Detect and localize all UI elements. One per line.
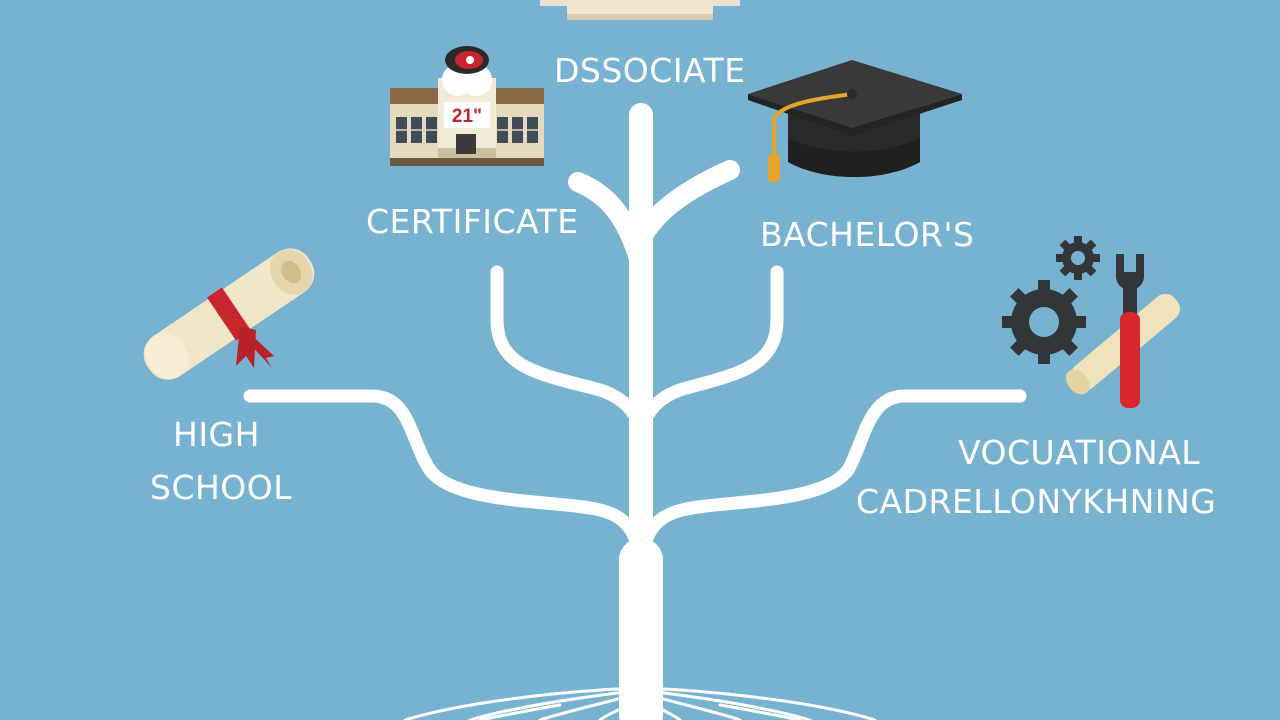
label-vocational-line2: CADRELLONYKHNING: [856, 482, 1217, 521]
branch-fork-right: [631, 160, 740, 250]
branch-fork-left: [568, 172, 651, 275]
label-associate: DSSOCIATE: [554, 51, 746, 90]
plaque-icon: [540, 0, 740, 20]
gears-wrench-icon: [1002, 236, 1180, 408]
label-high-school-line1: HIGH: [173, 415, 260, 454]
label-high-school-line2: SCHOOL: [150, 468, 293, 507]
diploma-scroll-icon: [143, 248, 315, 380]
branch-bachelors: [634, 265, 784, 437]
label-vocational-line1: VOCUATIONAL: [958, 433, 1201, 472]
tree-roots: [403, 686, 877, 720]
school-building-icon: 21": [390, 46, 544, 166]
graduation-cap-icon: [748, 60, 962, 182]
branch-high-school: [243, 389, 648, 567]
branch-certificate: [490, 265, 648, 437]
label-certificate: CERTIFICATE: [366, 202, 579, 241]
label-bachelors: BACHELOR'S: [760, 215, 975, 254]
building-sign-text: 21": [452, 106, 482, 127]
branch-vocational: [634, 389, 1027, 567]
